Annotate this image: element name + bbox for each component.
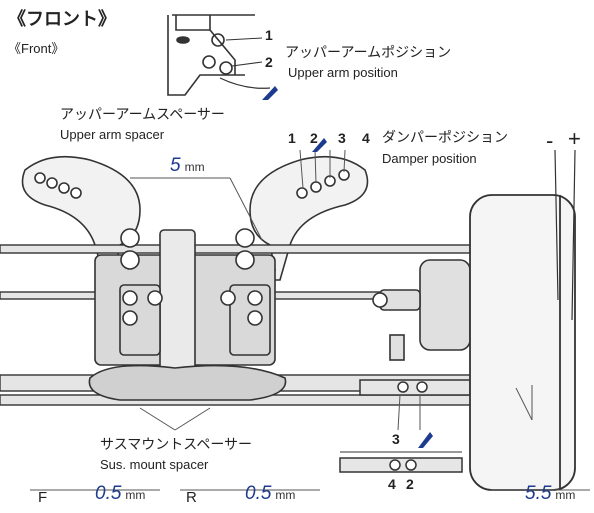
damper-position-jp: ダンパーポジション — [382, 129, 508, 145]
mount-callout-2: 2 — [406, 476, 414, 492]
camber-lines — [554, 149, 576, 321]
upper-arm-spacer-jp: アッパーアームスペーサー — [60, 106, 225, 122]
sus-mount-spacer-jp: サスマウントスペーサー — [100, 436, 253, 452]
damper-pos-2: 2 — [310, 130, 318, 146]
front-unit: mm — [125, 488, 146, 502]
upper-arm-position-jp: アッパーアームポジション — [285, 44, 452, 60]
sus-mount-spacer-en: Sus. mount spacer — [100, 457, 209, 472]
damper-pos-1: 1 — [288, 130, 296, 146]
front-title-en: 《Front》 — [8, 41, 65, 56]
mount-callout-3: 3 — [392, 431, 400, 447]
camber-minus: - — [546, 128, 554, 153]
spacer-value-number: 5 — [170, 155, 181, 176]
rear-value-number: 0.5 — [245, 483, 272, 504]
leader-lines — [130, 149, 533, 431]
upper-arm-bracket-inset — [167, 14, 271, 96]
front-label: F — [38, 489, 48, 506]
spacer-unit: mm — [184, 160, 205, 174]
tie-value-number: 5.5 — [525, 483, 552, 504]
front-title-jp: 《フロント》 — [8, 9, 116, 29]
knuckle — [372, 259, 471, 361]
upper-arm-spacer-en: Upper arm spacer — [60, 127, 165, 142]
rear-label: R — [186, 489, 197, 506]
upper-arm-position-en: Upper arm position — [288, 65, 398, 80]
sus-mount-lower — [339, 451, 463, 473]
mount-callout-4: 4 — [388, 476, 396, 492]
tie-unit: mm — [555, 488, 576, 502]
front-bumper — [88, 364, 287, 401]
check-marks — [262, 86, 433, 448]
bulkhead — [94, 228, 276, 391]
camber-plus: + — [568, 126, 581, 151]
tire — [469, 194, 576, 491]
upper-arm-pos-2: 2 — [265, 54, 273, 70]
rear-unit: mm — [275, 488, 296, 502]
damper-pos-4: 4 — [362, 130, 370, 146]
front-value-number: 0.5 — [95, 483, 122, 504]
damper-position-en: Damper position — [382, 151, 477, 166]
upper-arm-pos-1: 1 — [265, 27, 273, 43]
damper-pos-3: 3 — [338, 130, 346, 146]
